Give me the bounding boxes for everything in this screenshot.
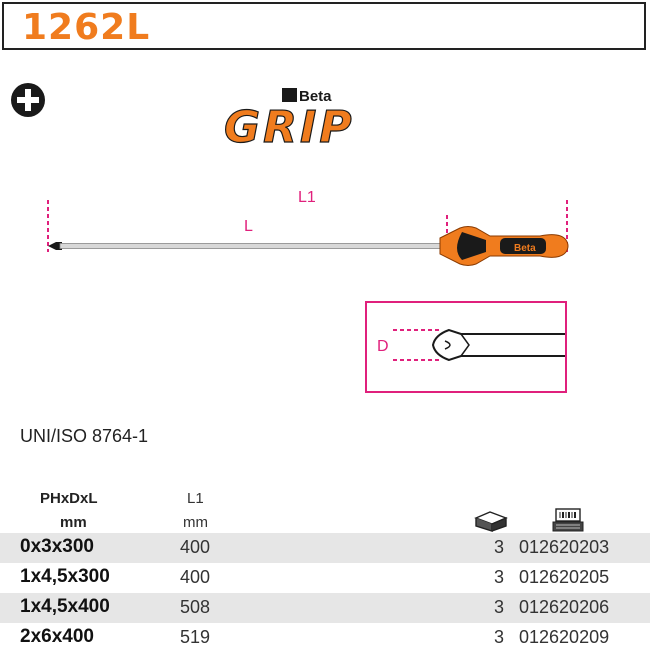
tip-detail-diagram [365,301,567,393]
row-qty: 3 [494,627,505,647]
row-code: 1x4,5x400 [20,596,110,617]
product-code-box: 1262L [2,2,646,50]
svg-text:Beta: Beta [514,243,536,254]
row-l1: 508 [180,597,211,617]
pack-box-icon [474,511,508,532]
product-code: 1262L [22,7,151,48]
standard-reference: UNI/ISO 8764-1 [20,426,149,446]
row-article: 012620206 [519,597,610,617]
logo-line-text: GRIP [224,102,355,148]
table-row: 2x6x400 519 3 012620209 [0,623,650,653]
barcode-register-icon [552,508,584,532]
tip-diameter-label: D [377,338,389,355]
row-qty: 3 [494,567,505,587]
screwdriver-drawing: Beta [47,200,569,266]
row-l1: 519 [180,627,211,647]
table-row: 0x3x300 400 3 012620203 [0,533,650,563]
beta-grip-logo: Beta GRIP [223,88,355,148]
logo-brand-text: Beta [299,88,332,105]
row-article: 012620205 [519,567,610,587]
header-l1-unit: mm [183,514,208,531]
row-article: 012620209 [519,627,610,647]
row-code: 2x6x400 [20,626,94,647]
table-row: 1x4,5x400 508 3 012620206 [0,593,650,623]
row-l1: 400 [180,567,211,587]
row-code: 1x4,5x300 [20,566,110,587]
overall-length-label: L1 [298,189,316,206]
row-code: 0x3x300 [20,536,94,557]
row-l1: 400 [180,537,211,557]
row-qty: 3 [494,597,505,617]
header-code: PHxDxL [40,490,98,507]
row-qty: 3 [494,537,505,557]
header-l1: L1 [187,490,204,507]
row-article: 012620203 [519,537,610,557]
phillips-cross-icon [11,83,45,117]
blade-length-label: L [244,218,253,235]
header-code-unit: mm [60,514,87,531]
table-row: 1x4,5x300 400 3 012620205 [0,563,650,593]
